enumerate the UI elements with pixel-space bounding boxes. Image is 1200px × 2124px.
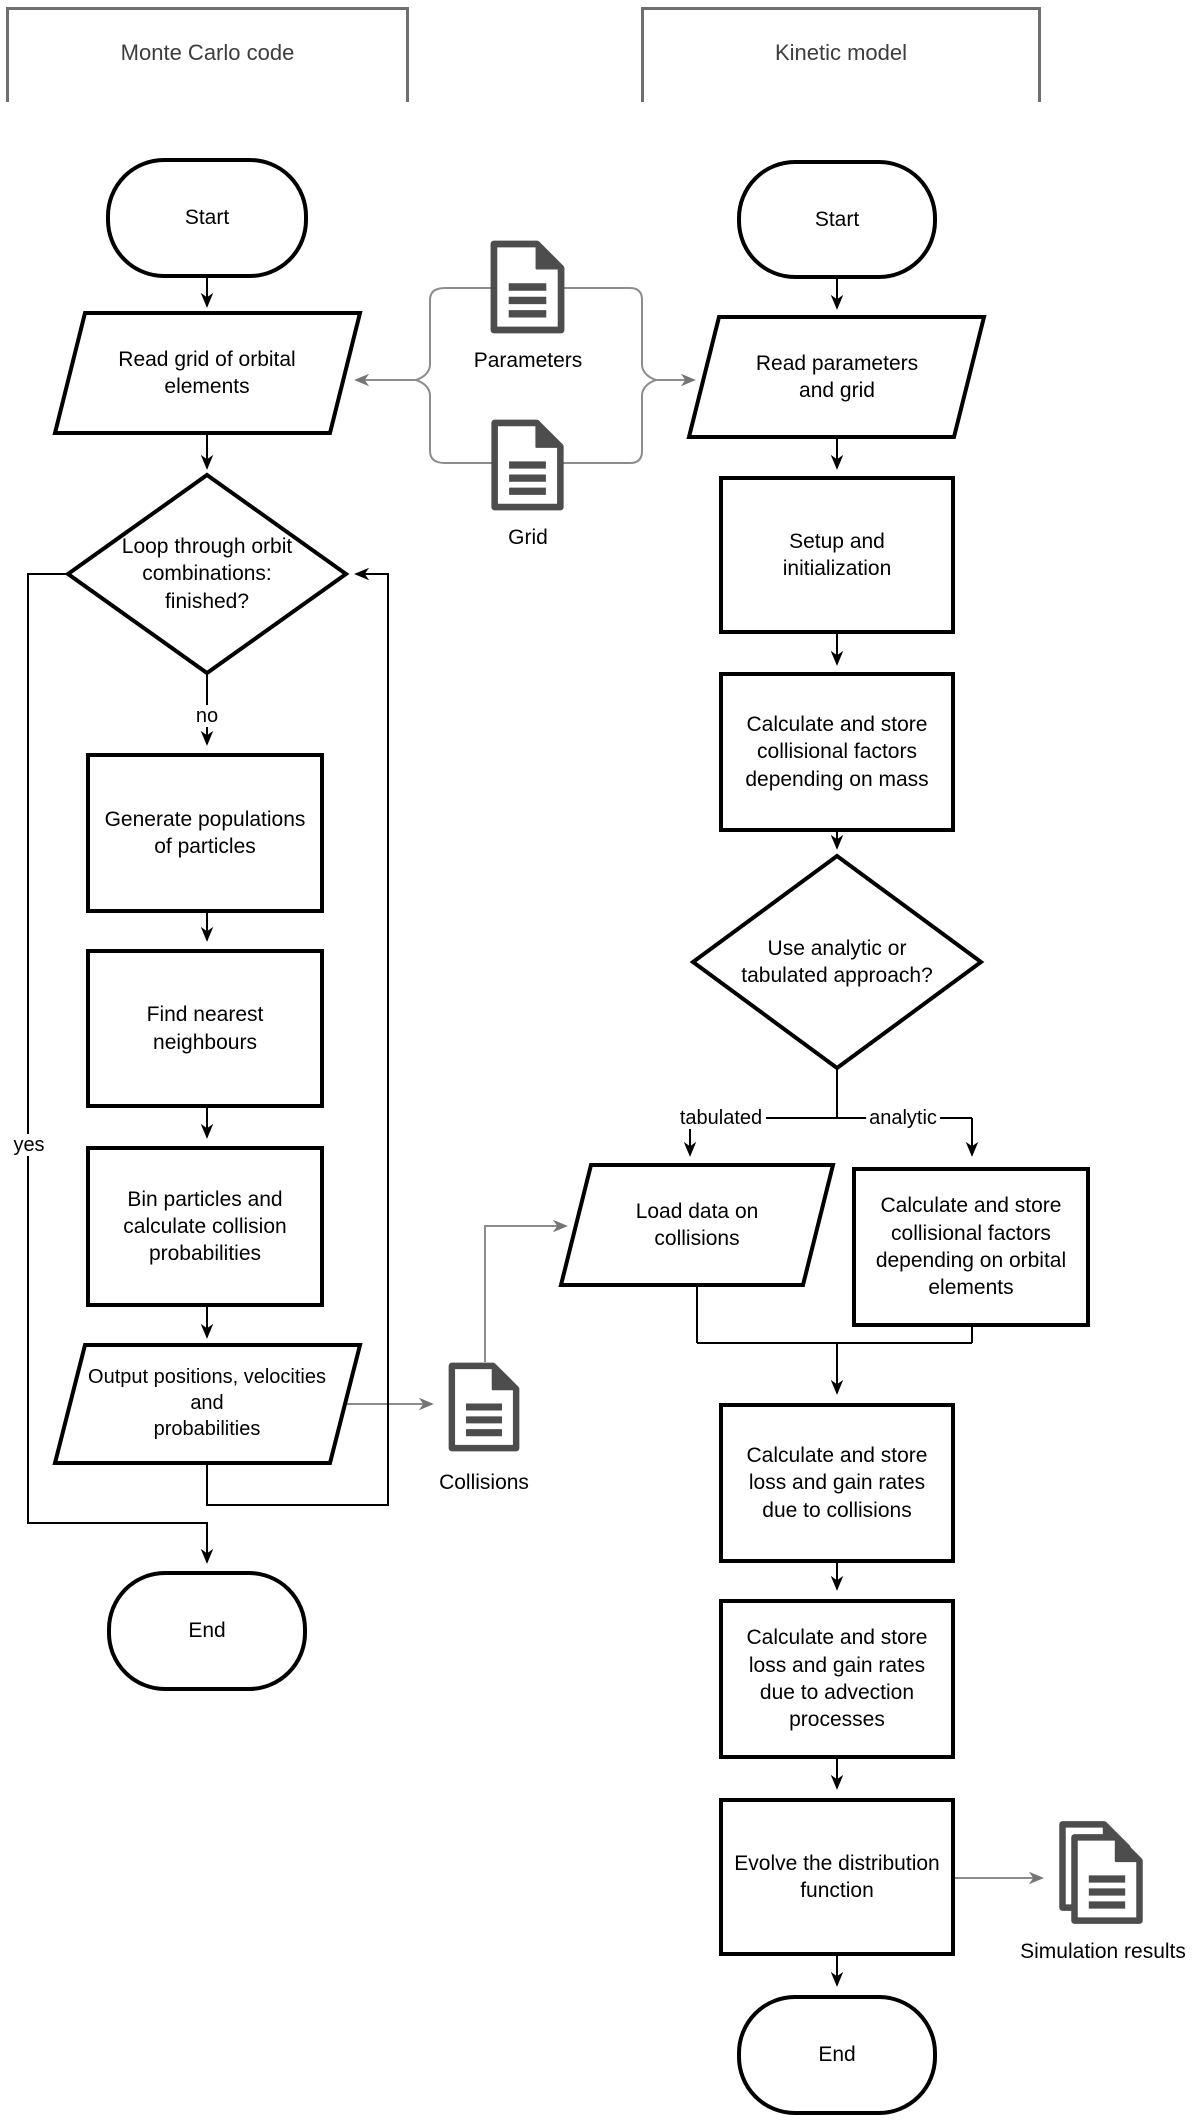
lane-monte-carlo: Monte Carlo code: [6, 7, 409, 102]
loop-decision-diamond: [64, 472, 350, 676]
bin-particles-step: Bin particles and calculate collision pr…: [86, 1146, 324, 1307]
arrow-collisions-file-to-load-data: [484, 1219, 568, 1362]
find-neighbours-step: Find nearest neighbours: [86, 949, 324, 1108]
loss-gain-advection-step: Calculate and store loss and gain rates …: [719, 1599, 955, 1759]
generate-populations-step: Generate populations of particles: [86, 753, 324, 913]
load-collisions-parallelogram: [558, 1163, 836, 1287]
parameters-file-icon: [494, 244, 561, 330]
artifact-label-collisions: Collisions: [439, 1471, 529, 1494]
collisional-factors-orbital-step: Calculate and store collisional factors …: [852, 1167, 1090, 1327]
edge-label-no: no: [192, 705, 222, 727]
output-parallelogram: [52, 1343, 363, 1465]
start-terminator-mc: Start: [106, 158, 308, 278]
yes-loop-path: [27, 573, 214, 1564]
approach-decision-diamond: [689, 853, 985, 1071]
edge-label-analytic: analytic: [866, 1107, 940, 1129]
end-terminator-mc: End: [107, 1571, 307, 1691]
parameters-grid-brace: [413, 287, 659, 464]
edge-label-yes: yes: [10, 1134, 48, 1156]
edge-label-tabulated: tabulated: [676, 1107, 766, 1129]
evolve-distribution-step: Evolve the distribution function: [719, 1798, 955, 1956]
start-label-mc: Start: [184, 206, 230, 230]
end-terminator-kinetic: End: [737, 1995, 937, 2115]
start-label-kinetic: Start: [814, 207, 860, 231]
artifact-label-grid: Grid: [508, 526, 548, 549]
collisional-factors-mass-step: Calculate and store collisional factors …: [719, 672, 955, 832]
gray-data-connectors: [346, 287, 1044, 1885]
kinetic-connectors: [683, 279, 979, 1987]
loss-gain-collisions-step: Calculate and store loss and gain rates …: [719, 1403, 955, 1563]
simulation-results-files-icon: [1063, 1824, 1140, 1920]
read-parameters-parallelogram: [686, 315, 987, 439]
no-loop-return-path: [206, 567, 389, 1506]
end-label-kinetic: End: [818, 2043, 856, 2067]
artifact-label-simulation-results: Simulation results: [1020, 1940, 1186, 1963]
end-label-mc: End: [188, 1619, 226, 1643]
lane-title-kinetic: Kinetic model: [774, 40, 908, 65]
artifact-label-parameters: Parameters: [473, 349, 583, 372]
setup-step: Setup and initialization: [719, 476, 955, 634]
collisions-file-icon: [452, 1366, 516, 1448]
lane-title-monte-carlo: Monte Carlo code: [120, 40, 295, 65]
lane-kinetic: Kinetic model: [641, 7, 1041, 102]
grid-file-icon: [495, 423, 561, 507]
start-terminator-kinetic: Start: [737, 160, 937, 279]
read-grid-parallelogram: [52, 311, 363, 435]
